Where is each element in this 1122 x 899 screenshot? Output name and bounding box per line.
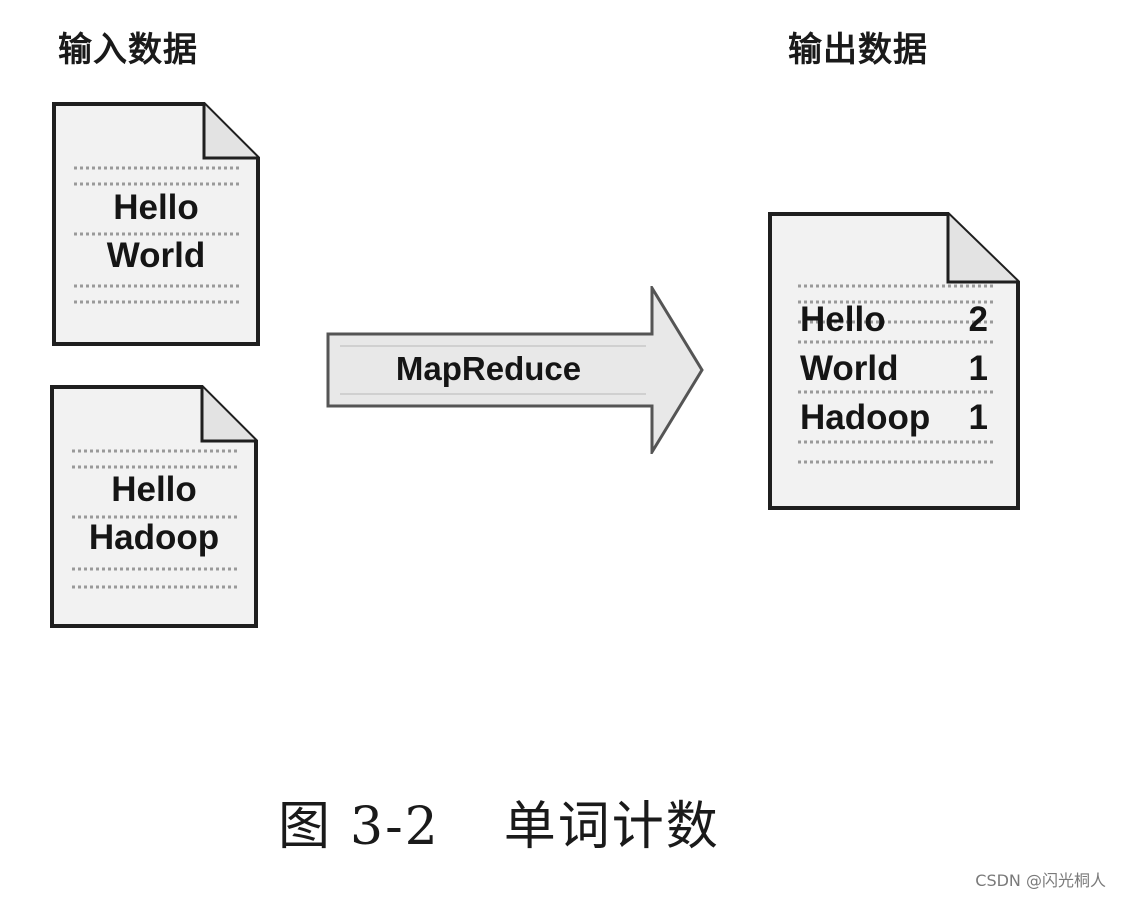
mapreduce-arrow	[326, 282, 706, 458]
document-icon	[50, 385, 258, 628]
mapreduce-label: MapReduce	[395, 350, 582, 387]
result-word: World	[800, 349, 899, 388]
document-icon	[768, 212, 1020, 510]
figure-caption: 图 3-2 单词计数	[278, 796, 720, 858]
caption-title: 单词计数	[503, 797, 720, 857]
result-word: Hadoop	[800, 398, 931, 437]
result-row: World 1	[800, 345, 988, 394]
input-document-1	[52, 102, 260, 346]
result-word: Hello	[800, 300, 886, 339]
output-document	[768, 212, 1020, 510]
document-icon	[52, 102, 260, 346]
result-count: 2	[968, 300, 988, 339]
input-document-1-line-2: World	[106, 236, 206, 275]
input-document-2-line-2: Hadoop	[88, 518, 220, 557]
result-row: Hadoop 1	[800, 394, 988, 443]
caption-label: 图	[278, 797, 333, 857]
right-arrow-icon	[326, 282, 704, 458]
input-document-1-line-1: Hello	[113, 188, 199, 227]
word-count-results: Hello 2 World 1 Hadoop 1	[800, 296, 988, 443]
input-document-2	[50, 385, 258, 628]
input-document-2-line-1: Hello	[111, 470, 197, 509]
caption-number: 3-2	[350, 797, 440, 857]
result-row: Hello 2	[800, 296, 988, 345]
result-count: 1	[968, 349, 988, 388]
input-data-heading: 输入数据	[58, 30, 198, 70]
input-document-1-text: Hello World	[52, 184, 260, 280]
watermark: CSDN @闪光桐人	[975, 871, 1106, 890]
input-document-2-text: Hello Hadoop	[50, 466, 258, 562]
result-count: 1	[968, 398, 988, 437]
output-data-heading: 输出数据	[788, 30, 928, 70]
